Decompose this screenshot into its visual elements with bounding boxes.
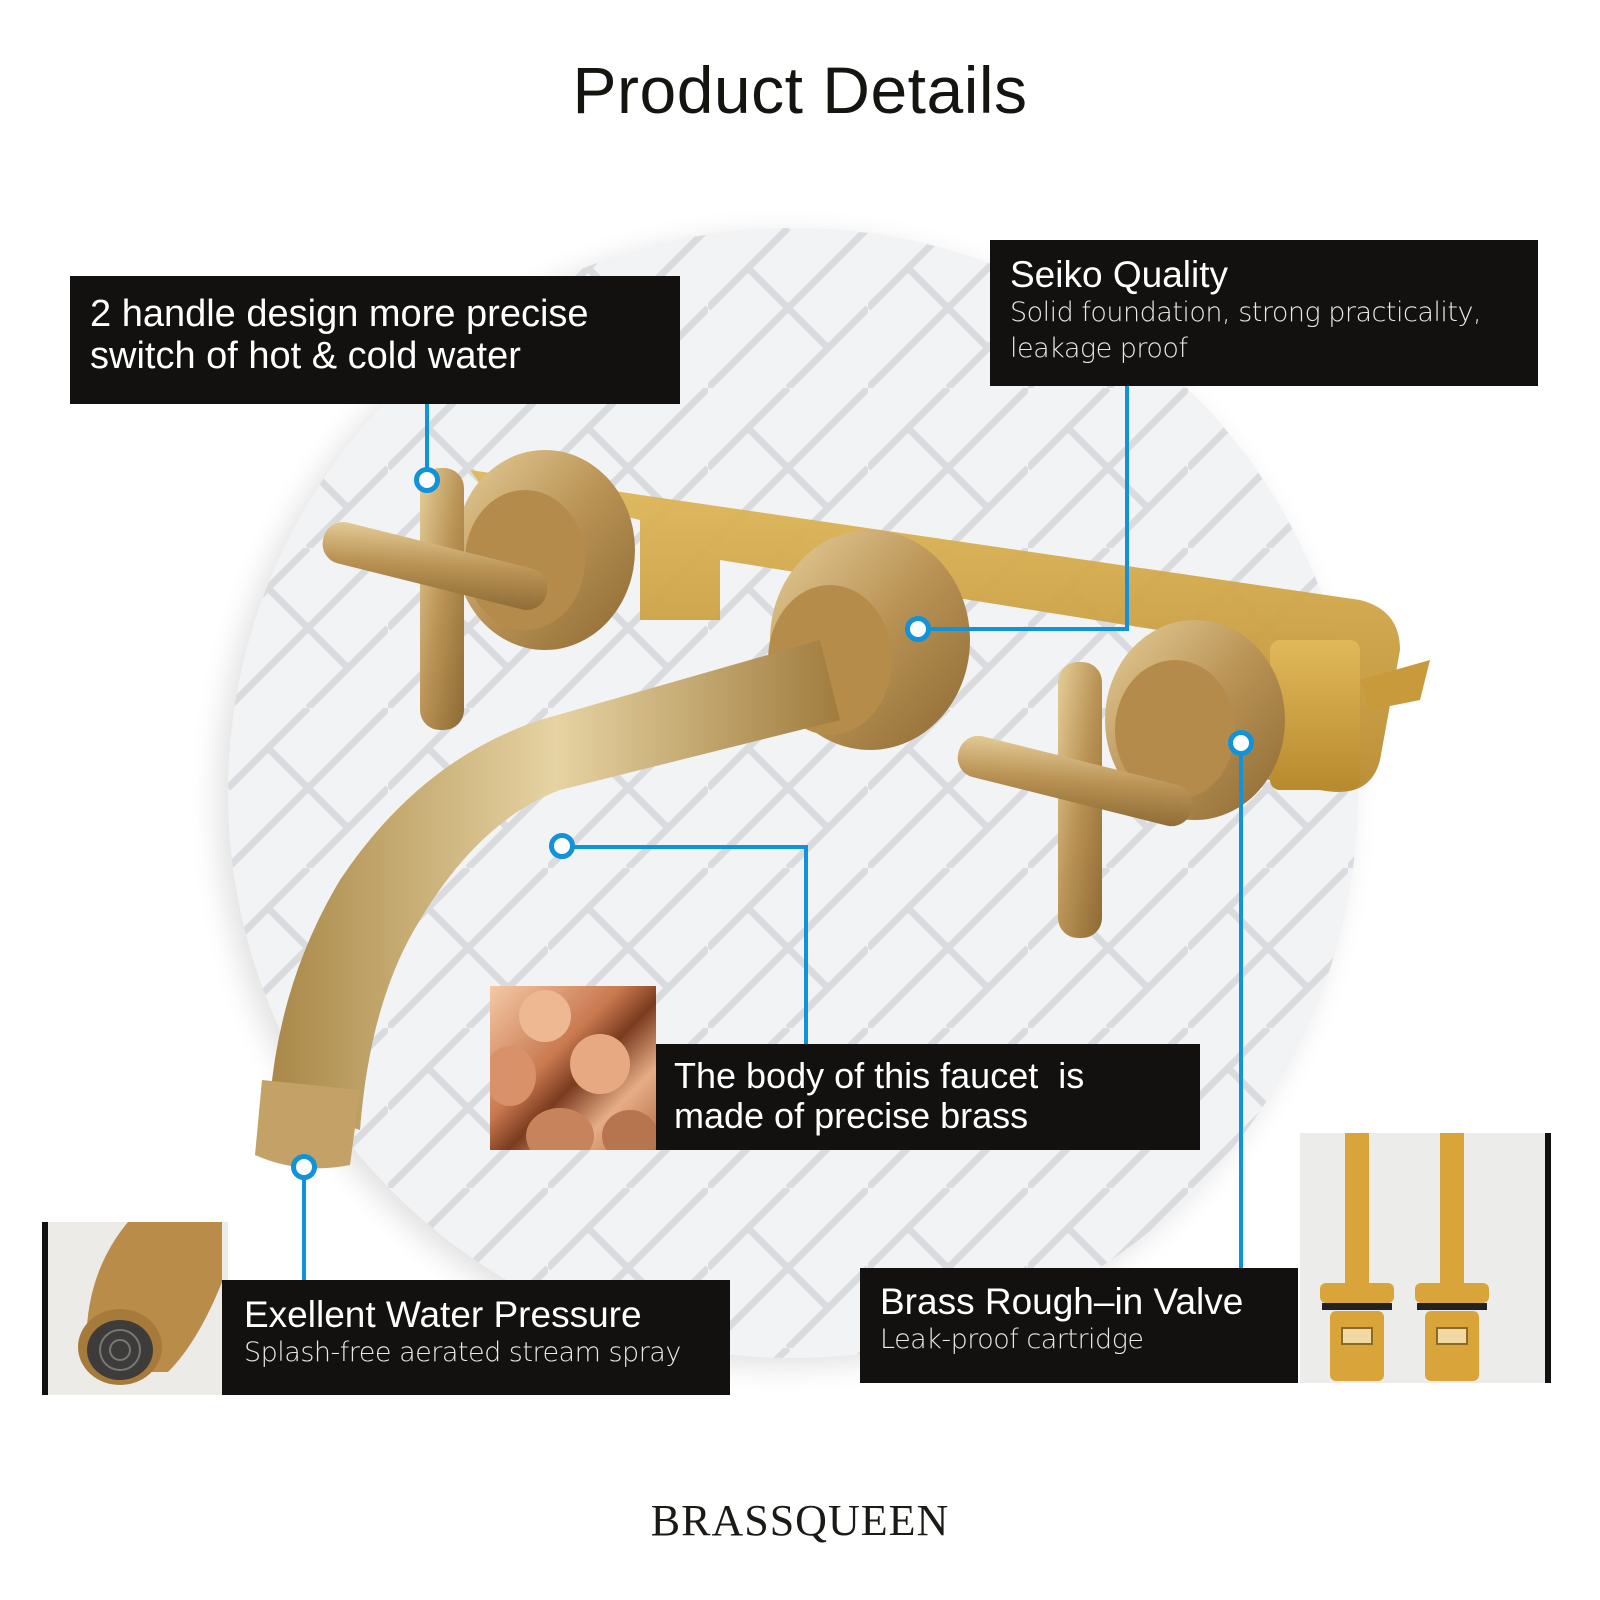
hotspot-seiko[interactable] bbox=[905, 616, 931, 642]
hotspot-pressure[interactable] bbox=[291, 1154, 317, 1180]
hotspot-handle[interactable] bbox=[414, 467, 440, 493]
connector-handle bbox=[425, 388, 429, 480]
connector-valve bbox=[1239, 745, 1243, 1270]
brass-rods-image bbox=[490, 986, 656, 1150]
callout-handle-design: 2 handle design more precise switch of h… bbox=[70, 276, 680, 404]
callout-pressure-sub: Splash-free aerated stream spray bbox=[244, 1337, 681, 1368]
callout-seiko-heading: Seiko Quality bbox=[1010, 254, 1228, 295]
brand-logo: BRASSQUEEN bbox=[650, 1496, 950, 1545]
hotspot-body[interactable] bbox=[549, 833, 575, 859]
brass-rods-icon bbox=[490, 990, 656, 1150]
connector-pressure bbox=[302, 1167, 306, 1280]
callout-seiko-sub2: leakage proof bbox=[1010, 333, 1188, 364]
cartridge-icon bbox=[1320, 1133, 1489, 1381]
callout-body-line1: The body of this faucet is bbox=[674, 1055, 1085, 1096]
aerator-icon bbox=[78, 1222, 222, 1385]
connector-body-v bbox=[804, 845, 808, 1045]
aerator-image bbox=[42, 1222, 228, 1395]
callout-brass-body: The body of this faucet is made of preci… bbox=[656, 1044, 1200, 1150]
callout-handle-line2: switch of hot & cold water bbox=[90, 335, 521, 377]
callout-seiko-sub1: Solid foundation, strong practicality, bbox=[1010, 297, 1482, 328]
callout-water-pressure: Exellent Water Pressure Splash-free aera… bbox=[222, 1280, 730, 1395]
callout-rough-in-valve: Brass Rough–in Valve Leak-proof cartridg… bbox=[860, 1268, 1298, 1383]
connector-seiko-h bbox=[918, 627, 1129, 631]
callout-body-line2: made of precise brass bbox=[674, 1095, 1029, 1136]
callout-valve-heading: Brass Rough–in Valve bbox=[880, 1281, 1244, 1322]
cartridges-image bbox=[1300, 1133, 1551, 1383]
connector-seiko-v bbox=[1125, 384, 1129, 629]
hotspot-valve[interactable] bbox=[1228, 730, 1254, 756]
connector-body-h bbox=[562, 845, 806, 849]
callout-valve-sub: Leak-proof cartridge bbox=[880, 1324, 1144, 1355]
callout-seiko-quality: Seiko Quality Solid foundation, strong p… bbox=[990, 240, 1538, 386]
page-title: Product Details bbox=[572, 53, 1028, 127]
callout-pressure-heading: Exellent Water Pressure bbox=[244, 1294, 642, 1335]
callout-handle-line1: 2 handle design more precise bbox=[90, 293, 589, 335]
